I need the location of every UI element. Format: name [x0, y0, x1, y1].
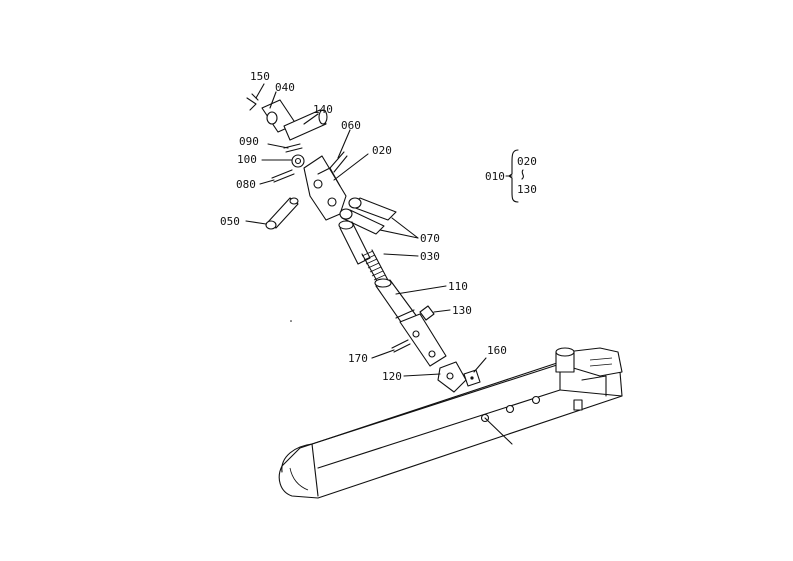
- legend-from-part: 020: [517, 155, 537, 168]
- group-legend: 010 020 130: [485, 149, 537, 203]
- callout-130: 130: [452, 304, 472, 317]
- callout-080: 080: [236, 178, 256, 191]
- callout-090: 090: [239, 135, 259, 148]
- callout-040: 040: [275, 81, 295, 94]
- callout-labels: 150 040 140 060 090 020 100 080 050 070 …: [220, 70, 507, 383]
- callout-020: 020: [372, 144, 392, 157]
- leader-lines: [245, 83, 487, 377]
- stray-dot: [290, 320, 292, 322]
- callout-150: 150: [250, 70, 270, 83]
- callout-160: 160: [487, 344, 507, 357]
- callout-070: 070: [420, 232, 440, 245]
- callout-060: 060: [341, 119, 361, 132]
- lift-arm: [278, 347, 623, 499]
- legend-to-part: 130: [517, 183, 537, 196]
- callout-170: 170: [348, 352, 368, 365]
- callout-030: 030: [420, 250, 440, 263]
- callout-100: 100: [237, 153, 257, 166]
- leveling-rod-assembly: [246, 93, 481, 393]
- callout-050: 050: [220, 215, 240, 228]
- callout-140: 140: [313, 103, 333, 116]
- callout-120: 120: [382, 370, 402, 383]
- callout-110: 110: [448, 280, 468, 293]
- legend-assembly: 010: [485, 170, 505, 183]
